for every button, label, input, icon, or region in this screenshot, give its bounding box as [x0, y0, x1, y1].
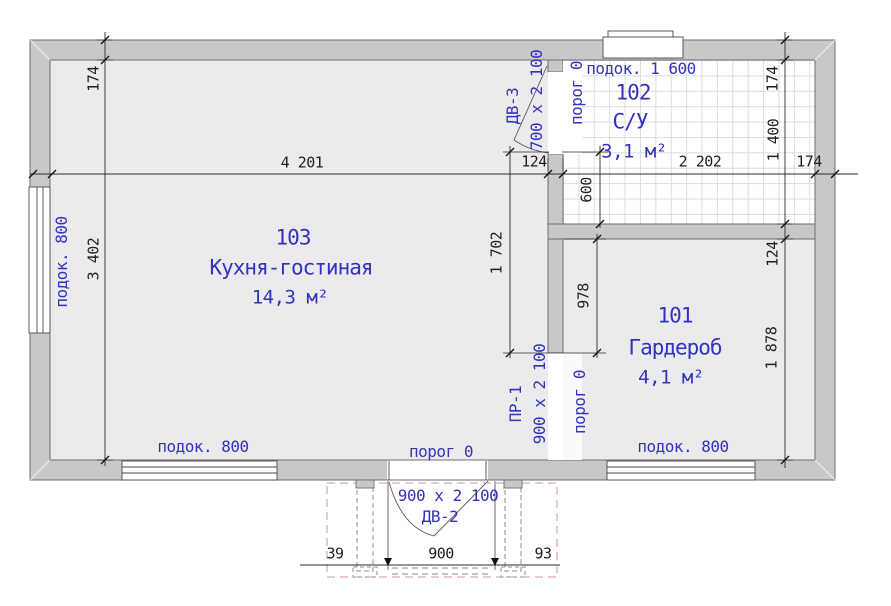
window-left [28, 186, 51, 334]
exterior-walls [29, 39, 836, 481]
window-bottom-left [121, 460, 278, 481]
room-103-area: 14,3 м² [251, 286, 329, 309]
dim-top-right: 2 202 [678, 152, 722, 171]
dimension-lines [30, 32, 858, 566]
porch-outline [326, 479, 558, 578]
dim-su-west: 600 [577, 177, 596, 203]
entry-opening [387, 460, 488, 480]
dim-partition-103: 1 702 [487, 231, 506, 275]
label-sill-bottom-left: подок. 800 [157, 437, 249, 456]
window-bottom-right [606, 460, 756, 481]
porch-dimension-arrows [384, 558, 499, 566]
room-101-name: Гардероб [628, 335, 722, 360]
dim-porch-left: 39 [326, 544, 344, 563]
dim-su-height: 1 400 [764, 118, 783, 162]
interior-walls [547, 59, 816, 354]
label-threshold-entry: порог 0 [409, 442, 473, 461]
threshold-strips [548, 61, 582, 460]
dim-top-partition: 124 [521, 152, 547, 171]
dim-left-height: 3 402 [84, 237, 103, 281]
label-threshold-su: порог 0 [567, 61, 586, 125]
dim-top-main: 4 201 [280, 153, 324, 172]
room-102-number: 102 [615, 80, 652, 105]
label-sill-top: подок. 1 600 [586, 59, 696, 78]
dim-top-right-wall: 174 [796, 152, 822, 171]
dim-right-wall-top: 174 [763, 66, 782, 92]
dim-entry-width: 900 [428, 544, 454, 563]
label-threshold-pr: порог 0 [570, 370, 589, 434]
windows [28, 30, 756, 481]
dim-mid-partition: 124 [763, 241, 782, 267]
dim-wardrobe-height: 1 878 [762, 326, 781, 370]
room-101-number: 101 [657, 303, 694, 328]
door-swing-dv3 [513, 65, 550, 154]
label-sill-bottom-right: подок. 800 [637, 437, 729, 456]
doors [387, 65, 550, 537]
door-swing-dv2 [388, 480, 489, 537]
label-door-dv2-code: ДВ-2 [421, 507, 459, 526]
label-door-dv3-size: 700 х 2 100 [527, 49, 546, 151]
room-103-number: 103 [275, 225, 312, 250]
label-opening-pr1-size: 900 х 2 100 [530, 343, 549, 445]
room-103-name: Кухня-гостиная [209, 255, 373, 280]
dim-porch-right: 93 [534, 544, 552, 563]
label-door-dv2-size: 900 х 2 100 [397, 486, 499, 505]
label-opening-pr1-code: ПР-1 [506, 385, 525, 423]
dim-wardrobe-partition: 978 [574, 283, 593, 309]
dim-left-wall: 174 [84, 66, 103, 92]
room-102-name: С/У [612, 109, 649, 134]
room-102-area: 3,1 м² [601, 140, 667, 163]
floor-bathroom-tiles [563, 60, 815, 224]
room-101-area: 4,1 м² [638, 366, 704, 389]
dimension-ticks [28, 35, 840, 465]
window-top [602, 36, 684, 59]
label-door-dv3-code: ДВ-3 [503, 87, 522, 125]
label-sill-left: подок. 800 [52, 216, 71, 308]
